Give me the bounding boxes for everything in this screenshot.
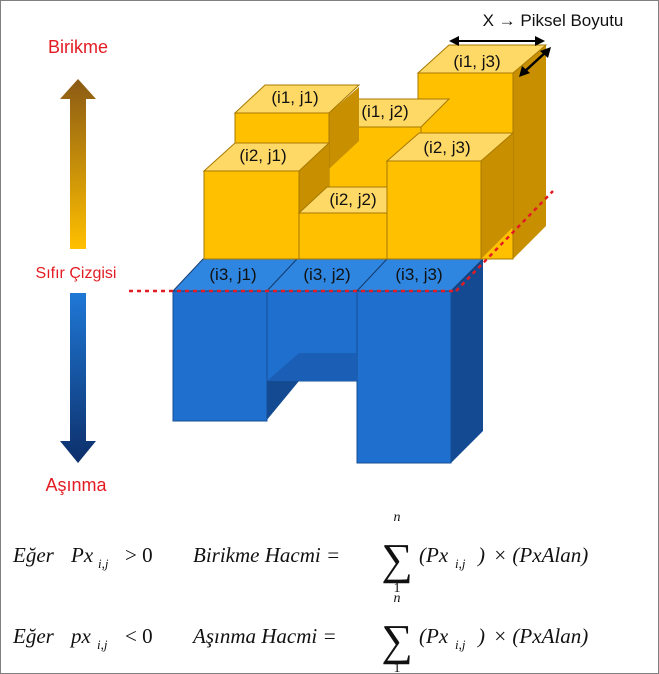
formula-condition-word: Eğer <box>12 543 55 567</box>
sum-lower: 1 <box>394 581 401 596</box>
cell-label-i3j1: (i3, j1) <box>209 265 256 284</box>
block-front-j1 <box>172 290 268 422</box>
formula-term: (Px <box>419 543 449 567</box>
arrow-head-icon <box>449 36 459 46</box>
block-front-i2j2 <box>298 212 388 260</box>
cell-label-i3j3: (i3, j3) <box>395 265 442 284</box>
block-side <box>329 87 359 169</box>
block-front-i2j1 <box>203 170 300 260</box>
sum-symbol: ∑ <box>381 616 412 665</box>
block-side <box>451 259 483 463</box>
formula-term-subscript: i,j <box>455 637 466 652</box>
cell-label-i1j1: (i1, j1) <box>271 88 318 107</box>
block-front-i2j3 <box>386 160 482 260</box>
cell-label-i2j1: (i2, j1) <box>239 146 286 165</box>
formula-term-subscript: i,j <box>455 556 466 571</box>
block-recess <box>267 353 357 381</box>
erosion-label: Aşınma <box>45 475 107 495</box>
cell-top-i2j1 <box>202 142 331 172</box>
block-side <box>513 45 546 259</box>
cell-top-i2j2 <box>297 186 388 214</box>
formula-name: Birikme Hacmi = <box>193 543 340 567</box>
erosion-formula: Eğer px i,j < 0 Aşınma Hacmi = n ∑ 1 (Px… <box>12 591 588 673</box>
formula-times: × (PxAlan) <box>493 624 588 648</box>
formula-relation: < 0 <box>125 624 153 648</box>
pixel-size-label: X → Piksel Boyutu <box>483 11 624 30</box>
cell-top-i2j3 <box>385 132 515 162</box>
formula-term: (Px <box>419 624 449 648</box>
formula-var: Px <box>70 543 94 567</box>
sum-lower: 1 <box>394 661 401 673</box>
cell-top-i1j3 <box>416 44 548 74</box>
arrow-head-icon <box>519 66 530 77</box>
cell-label-i2j3: (i2, j3) <box>423 138 470 157</box>
formula-condition-word: Eğer <box>12 624 55 648</box>
sum-upper: n <box>394 510 401 525</box>
block-front-j3 <box>356 290 452 464</box>
formula-term-close: ) <box>477 543 485 567</box>
sum-upper: n <box>394 591 401 606</box>
erosion-blocks <box>171 258 485 464</box>
formula-subscript: i,j <box>98 556 109 571</box>
formula-relation: > 0 <box>125 543 153 567</box>
arrow-head-icon <box>540 47 551 58</box>
cell-label-i3j2: (i3, j2) <box>303 265 350 284</box>
formula-var: px <box>69 624 92 648</box>
cell-label-i1j2: (i1, j2) <box>361 102 408 121</box>
zero-line-label: Sıfır Çizgisi <box>36 265 117 282</box>
block-side <box>481 133 513 259</box>
erosion-arrow-icon <box>60 293 96 463</box>
formula-times: × (PxAlan) <box>493 543 588 567</box>
accumulation-label: Birikme <box>48 37 108 57</box>
accumulation-arrow-icon <box>60 79 96 249</box>
arrow-head-icon <box>535 36 545 46</box>
formula-term-close: ) <box>477 624 485 648</box>
pixel-depth-arrow-icon <box>522 50 548 74</box>
deposition-formula: Eğer Px i,j > 0 Birikme Hacmi = n ∑ 1 (P… <box>12 510 588 596</box>
cell-top-i1j1 <box>233 84 361 114</box>
formula-name: Aşınma Hacmi = <box>191 624 337 648</box>
deposition-blocks <box>202 44 548 260</box>
sum-symbol: ∑ <box>381 535 412 584</box>
cell-label-i2j2: (i2, j2) <box>329 190 376 209</box>
formula-subscript: i,j <box>97 637 108 652</box>
cell-label-i1j3: (i1, j3) <box>453 52 500 71</box>
